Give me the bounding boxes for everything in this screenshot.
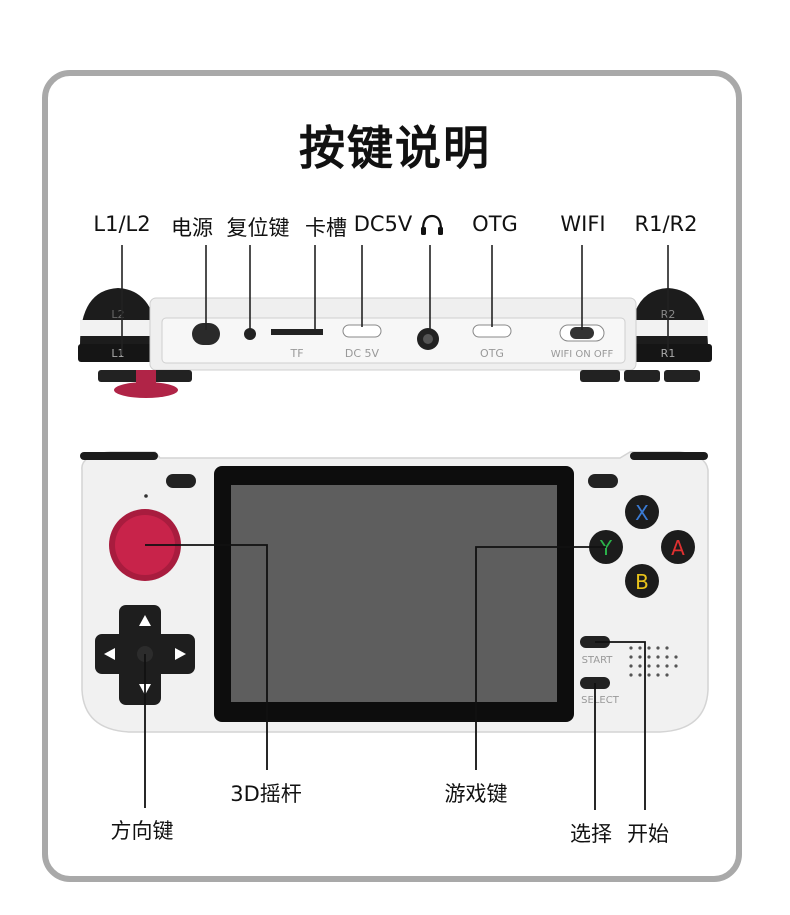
label-select: 选择 (570, 822, 612, 846)
label-reset: 复位键 (226, 216, 290, 240)
reset-button (244, 328, 256, 340)
screen-display (231, 485, 557, 702)
label-otg: OTG (472, 212, 518, 236)
a-text: A (671, 536, 685, 560)
label-r1r2: R1/R2 (634, 212, 698, 236)
y-text: Y (599, 536, 613, 560)
r1-bumper (628, 344, 712, 362)
top-leader-lines (121, 245, 669, 355)
stick-side (114, 382, 178, 398)
l1-bumper (78, 344, 160, 362)
page-title: 按键说明 (299, 121, 491, 175)
label-start: 开始 (627, 822, 669, 846)
label-power: 电源 (171, 216, 213, 240)
otg-text: OTG (480, 347, 504, 360)
face-buttons: X Y A B (589, 495, 695, 598)
right-small-button (588, 474, 618, 488)
r2-band (630, 320, 708, 336)
dpad-up-icon (139, 615, 151, 626)
device-front-view: X Y A B START SELECT (80, 451, 709, 733)
x-button (625, 495, 659, 529)
left-small-button (166, 474, 196, 488)
tf-slot (271, 329, 323, 335)
b-text: B (635, 570, 649, 594)
dpad-left-icon (104, 648, 115, 660)
power-button (192, 323, 220, 345)
select-text: SELECT (581, 695, 620, 706)
x-text: X (635, 501, 649, 525)
start-text: START (582, 655, 614, 666)
wifi-text: WIFI ON OFF (551, 349, 614, 360)
label-game-keys: 游戏键 (444, 782, 508, 806)
a-button (661, 530, 695, 564)
label-dc5v: DC5V (353, 212, 413, 236)
label-wifi: WIFI (560, 212, 606, 236)
b-button (625, 564, 659, 598)
tf-text: TF (289, 347, 303, 360)
dc-text: DC 5V (345, 347, 380, 360)
headphones-icon (421, 214, 443, 235)
dpad-right-icon (175, 648, 186, 660)
speaker-grille (629, 646, 678, 677)
device-side-view: L2 L1 R2 R1 TF DC 5V OTG WIFI ON OFF (78, 288, 712, 398)
label-joystick: 3D摇杆 (230, 782, 302, 806)
label-l1l2: L1/L2 (93, 212, 151, 236)
label-dpad: 方向键 (110, 819, 174, 843)
l2-band (80, 320, 158, 336)
label-card-slot: 卡槽 (305, 216, 347, 240)
bottom-leader-lines (144, 544, 646, 810)
